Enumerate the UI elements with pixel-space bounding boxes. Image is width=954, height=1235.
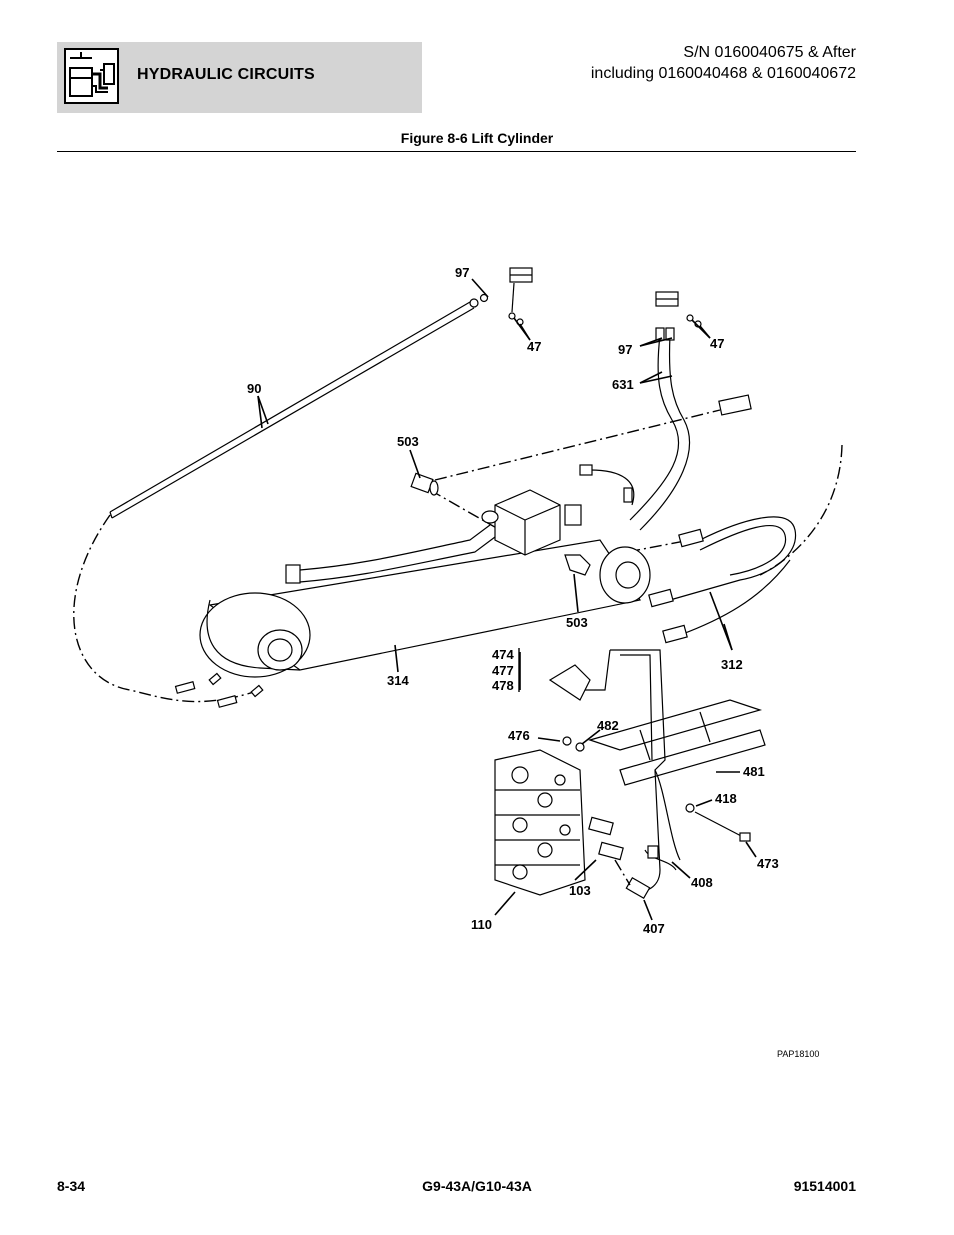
callout-503-bottom: 503 [566,615,588,630]
callout-478: 478 [492,678,514,693]
serial-line-2: including 0160040468 & 0160040672 [590,65,856,82]
tubes-407-408 [625,769,681,900]
hose-312-lower [648,516,797,644]
callout-476: 476 [508,728,530,743]
callout-473: 473 [757,856,779,871]
leader-lines [257,278,757,921]
callout-418: 418 [715,791,737,806]
callout-47-left: 47 [527,339,541,354]
bolts-hardware [562,736,751,842]
fitting-503-top [410,472,439,496]
callout-97-right: 97 [618,342,632,357]
serial-line-1: S/N 0160040675 & After [683,44,856,61]
control-valve-110 [494,749,586,896]
callout-482: 482 [597,718,619,733]
lift-cylinder-314 [199,524,651,678]
dashed-routing-right [759,444,843,576]
callout-477: 477 [492,663,514,678]
callout-312: 312 [721,657,743,672]
callout-631: 631 [612,377,634,392]
hose-312-upper [718,380,846,441]
hose-631 [579,327,691,531]
callout-408: 408 [691,875,713,890]
callout-97-left: 97 [455,265,469,280]
clamp-top-left [508,267,533,326]
callout-314: 314 [387,673,409,688]
document-number: 91514001 [793,1178,856,1194]
valve-block [481,489,582,556]
page-number: 8-34 [57,1178,86,1194]
callout-481: 481 [743,764,765,779]
section-header: HYDRAULIC CIRCUITS [57,42,422,113]
clamp-top-right [655,291,702,328]
callout-474: 474 [492,647,514,662]
callout-103: 103 [569,883,591,898]
fitting-503-bottom [564,554,591,576]
callout-90: 90 [247,381,261,396]
header-rule [57,151,856,152]
fittings-103 [588,816,631,886]
callout-110: 110 [471,917,492,932]
dashed-routing-left [73,514,261,703]
figure-title: Figure 8-6 Lift Cylinder [400,130,554,146]
serial-number-block: S/N 0160040675 & After including 0160040… [591,42,856,84]
callout-47-right: 47 [710,336,724,351]
model-number: G9-43A/G10-43A [422,1178,532,1194]
callout-503-top: 503 [397,434,419,449]
hydraulic-circuit-icon [64,48,119,104]
tube-assembly-90 [109,293,489,519]
section-title: HYDRAULIC CIRCUITS [137,66,315,83]
left-fittings [174,672,264,708]
callout-407: 407 [643,921,665,936]
figure-reference-code: PAP18100 [777,1049,819,1059]
